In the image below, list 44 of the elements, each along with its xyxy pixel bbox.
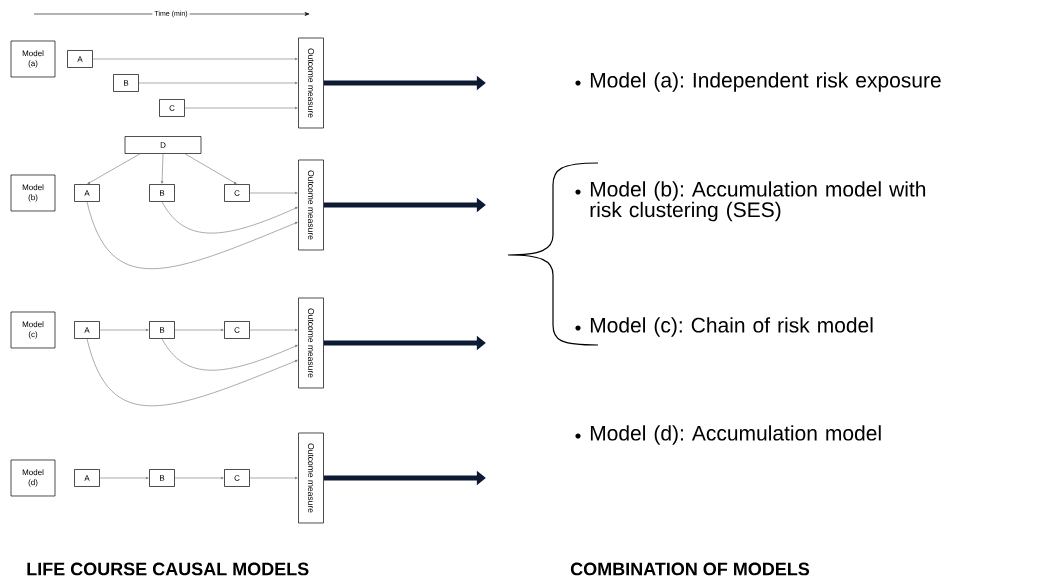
arrow (161, 338, 298, 371)
factor-box: C (224, 321, 250, 339)
factor-box: C (224, 184, 250, 202)
factor-box: B (149, 321, 175, 339)
arrow (184, 153, 237, 184)
model-box: Model (c) (10, 311, 56, 349)
arrow (87, 153, 141, 184)
model-box: Model (d) (10, 459, 56, 497)
arrow (174, 328, 224, 332)
arrow (161, 201, 298, 234)
heading: LIFE COURSE CAUSAL MODELS (27, 562, 309, 576)
list-item: Model (b): Accumulation model with risk clustering (SES) (590, 181, 926, 222)
arrow (174, 476, 224, 480)
arrow (161, 153, 164, 184)
arrow (249, 191, 298, 195)
outcome-box: Outcome measure (298, 159, 324, 251)
model-box: Model (a) (10, 40, 56, 78)
factor-box: C (159, 99, 185, 117)
arrow (86, 338, 298, 407)
factor-box: A (74, 321, 100, 339)
factor-box: C (224, 469, 250, 487)
list-item: Model (c): Chain of risk model (590, 317, 873, 337)
factor-box: A (67, 50, 93, 68)
heading: COMBINATION OF MODELS (570, 562, 810, 576)
arrow (99, 328, 149, 332)
model-box: Model (b) (10, 174, 56, 212)
outcome-box: Outcome measure (298, 37, 324, 129)
factor-box: B (149, 469, 175, 487)
factor-box: A (74, 184, 100, 202)
factor-box: B (149, 184, 175, 202)
outcome-box: Outcome measure (298, 297, 324, 389)
outcome-box: Outcome measure (298, 432, 324, 524)
arrow (92, 57, 298, 61)
arrow (249, 328, 298, 332)
factor-box: A (74, 469, 100, 487)
list-item: Model (a): Independent risk exposure (590, 72, 941, 92)
factor-box: D (124, 136, 202, 154)
arrow (184, 106, 298, 110)
arrow (138, 81, 298, 85)
factor-box: B (113, 74, 139, 92)
arrow (99, 476, 149, 480)
list-item: Model (d): Accumulation model (590, 425, 881, 445)
arrow (86, 201, 298, 270)
arrow (249, 476, 298, 480)
